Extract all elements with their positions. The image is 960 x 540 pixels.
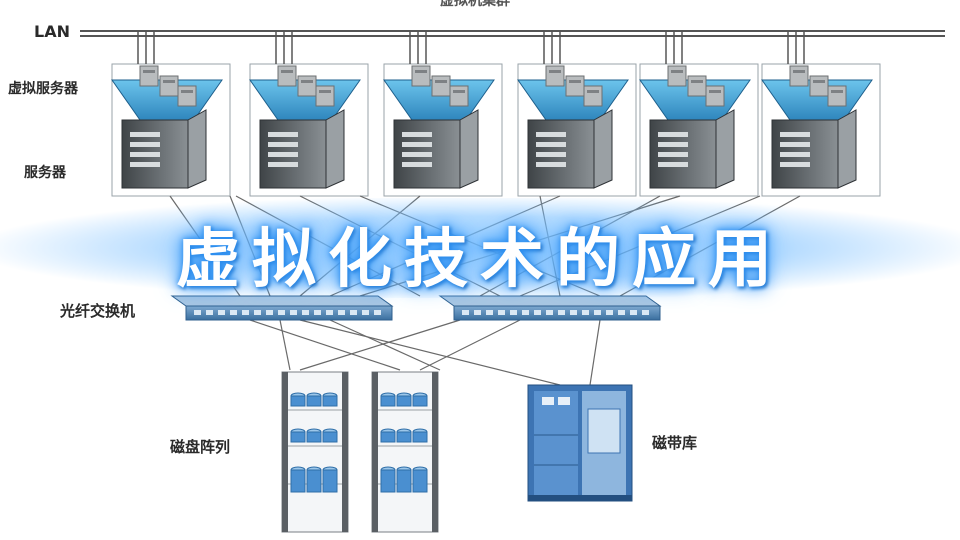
cable-line (419, 319, 521, 371)
vm-icon (789, 65, 809, 87)
switch-group (170, 295, 662, 321)
disk-icon (306, 469, 322, 493)
vm-icon (315, 85, 335, 107)
header-label: 虚拟机集群 (440, 0, 510, 9)
cable-line (279, 319, 291, 371)
lan-label: LAN (34, 22, 70, 41)
vm-icon (827, 85, 847, 107)
disk-icon (412, 395, 428, 407)
cable-line (249, 319, 401, 371)
lan-bus (80, 30, 945, 37)
disk-array (281, 371, 349, 533)
disk-icon (412, 431, 428, 443)
disk-icon (380, 431, 396, 443)
virtual-server-label: 虚拟服务器 (8, 81, 78, 97)
vm-icon (667, 65, 687, 87)
cable-line (299, 319, 561, 386)
vm-icon (449, 85, 469, 107)
vm-icon (565, 75, 585, 97)
vm-icon (177, 85, 197, 107)
disk-icon (306, 431, 322, 443)
server-unit (761, 31, 881, 197)
disk-array (371, 371, 439, 533)
tape-library (527, 384, 633, 502)
disk-icon (322, 431, 338, 443)
vm-icon (809, 75, 829, 97)
disk-icon (322, 395, 338, 407)
disk-icon (396, 431, 412, 443)
disk-array-group (281, 371, 439, 533)
vm-icon (297, 75, 317, 97)
fiber-switch (170, 295, 394, 321)
vm-icon (705, 85, 725, 107)
disk-icon (290, 469, 306, 493)
disk-icon (396, 469, 412, 493)
vm-icon (159, 75, 179, 97)
vm-icon (545, 65, 565, 87)
disk-icon (290, 395, 306, 407)
vm-icon (277, 65, 297, 87)
title-glow (0, 198, 960, 298)
server-unit (517, 31, 637, 197)
cable-line (329, 319, 441, 371)
cable-line (299, 319, 461, 371)
server-group (111, 31, 881, 197)
server-unit (111, 31, 231, 197)
server-unit (383, 31, 503, 197)
disk-icon (322, 469, 338, 493)
vm-icon (411, 65, 431, 87)
disk-icon (380, 395, 396, 407)
disk-array-label: 磁盘阵列 (170, 438, 231, 456)
disk-icon (290, 431, 306, 443)
disk-icon (412, 469, 428, 493)
fc-switch-label: 光纤交换机 (60, 302, 136, 320)
disk-icon (306, 395, 322, 407)
fiber-switch (438, 295, 662, 321)
cable-line (589, 319, 601, 386)
vm-icon (139, 65, 159, 87)
vm-icon (583, 85, 603, 107)
vm-icon (431, 75, 451, 97)
server-unit (639, 31, 759, 197)
server-label: 服务器 (24, 165, 66, 181)
vm-icon (687, 75, 707, 97)
disk-icon (380, 469, 396, 493)
page-title: 虚拟化技术的应用 (176, 223, 784, 297)
disk-icon (396, 395, 412, 407)
tape-library-label: 磁带库 (652, 434, 698, 452)
server-unit (249, 31, 369, 197)
